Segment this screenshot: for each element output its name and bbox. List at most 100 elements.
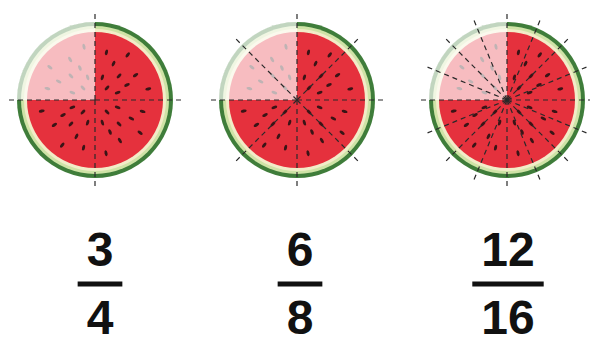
cut-line	[425, 100, 507, 134]
seed	[125, 52, 131, 59]
seed	[313, 60, 318, 67]
seed	[471, 142, 477, 149]
cut-line	[506, 11, 507, 100]
seed	[59, 142, 65, 149]
seed	[544, 72, 551, 78]
seed	[536, 82, 543, 87]
numerator: 6	[287, 226, 314, 274]
cut-line	[6, 99, 95, 100]
fraction-bar	[278, 282, 323, 287]
seed	[68, 121, 74, 127]
seed	[306, 49, 310, 56]
seed	[493, 144, 497, 151]
cut-line	[507, 100, 570, 163]
seed	[107, 129, 112, 136]
cut-line	[297, 99, 386, 100]
seed	[117, 137, 123, 144]
seed	[51, 122, 58, 128]
watermelon	[6, 11, 184, 189]
denominator: 8	[287, 294, 314, 342]
cut-line	[507, 99, 590, 100]
seed	[334, 72, 341, 78]
seed	[549, 130, 556, 136]
seed	[261, 142, 267, 149]
cut-line	[296, 100, 297, 189]
seed	[450, 109, 456, 113]
cut-line	[208, 99, 297, 100]
seed	[287, 119, 292, 126]
seed	[347, 87, 353, 91]
seed	[302, 119, 307, 126]
seed	[69, 105, 76, 110]
seed	[516, 150, 520, 156]
seed	[104, 150, 108, 156]
seed	[339, 130, 346, 136]
fraction-slot: 8	[287, 294, 314, 342]
cut-line	[507, 37, 570, 100]
cut-line	[473, 18, 507, 100]
seed	[38, 109, 44, 113]
denominator: 16	[481, 294, 534, 342]
seed	[116, 73, 122, 79]
seed	[104, 85, 110, 91]
numerator: 12	[481, 226, 534, 274]
seed	[253, 122, 260, 128]
seed	[472, 112, 479, 117]
seed	[85, 119, 90, 126]
cut-line	[418, 99, 507, 100]
seed	[276, 133, 281, 140]
cut-line	[507, 66, 589, 100]
seed	[139, 109, 146, 113]
seed	[341, 109, 348, 113]
seed	[74, 133, 79, 140]
seed	[128, 116, 135, 121]
seed	[316, 105, 323, 110]
cut-line	[94, 11, 95, 100]
seed	[557, 87, 563, 91]
seed	[283, 144, 287, 151]
pale-quarter	[219, 22, 298, 101]
seed	[537, 52, 543, 59]
seed	[330, 116, 337, 121]
seed	[104, 49, 108, 56]
cut-line	[297, 37, 360, 100]
seed	[523, 60, 528, 67]
seed	[124, 82, 131, 87]
seed	[80, 109, 86, 115]
seed	[116, 121, 122, 127]
seed	[486, 133, 491, 140]
numerator: 3	[87, 226, 114, 274]
seed	[309, 129, 314, 136]
seed	[551, 109, 558, 113]
fraction-bar	[472, 282, 543, 287]
seed	[114, 105, 121, 110]
cut-line	[95, 99, 184, 100]
watermelon	[418, 11, 590, 189]
seed	[81, 144, 85, 151]
cut-line	[444, 37, 507, 100]
cut-line	[94, 100, 95, 189]
cut-line	[444, 100, 507, 163]
cut-line	[506, 100, 507, 189]
seed	[60, 112, 67, 117]
seed	[326, 82, 333, 87]
cut-line	[234, 100, 297, 163]
fraction-slot: 4	[87, 294, 114, 342]
pale-quarter	[429, 22, 508, 101]
seed	[132, 72, 139, 78]
fraction-slot: 16	[481, 294, 534, 342]
cut-line	[234, 37, 297, 100]
seed	[327, 52, 333, 59]
seed	[240, 109, 246, 113]
seed	[516, 49, 520, 56]
denominator: 4	[87, 294, 114, 342]
seed	[137, 130, 144, 136]
fraction-slot: 12	[481, 226, 534, 274]
fraction-bar	[78, 282, 123, 287]
seed	[302, 74, 307, 81]
seed	[319, 137, 325, 144]
seed	[104, 109, 110, 115]
seed	[100, 74, 105, 81]
seed	[262, 112, 269, 117]
